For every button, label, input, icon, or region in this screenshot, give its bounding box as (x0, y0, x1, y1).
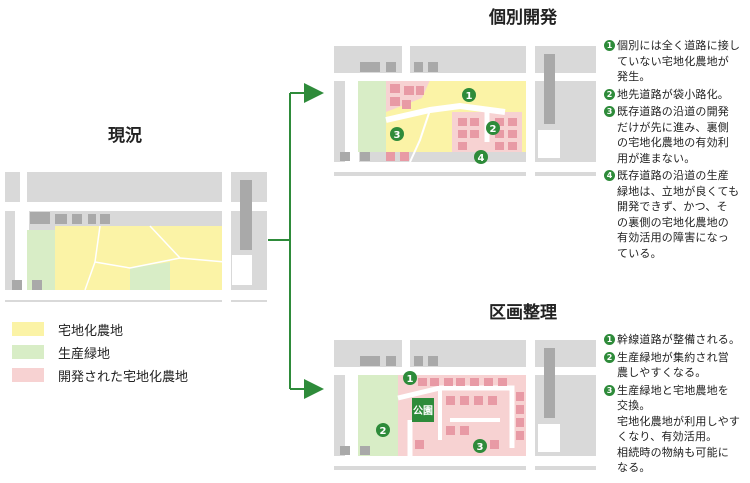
note-badge: 3 (604, 106, 615, 117)
legend-swatch-developed (12, 368, 44, 382)
legend-label-developed: 開発された宅地化農地 (58, 369, 189, 385)
map-current (5, 172, 267, 302)
note-line: 地先道路が袋小路化。 (617, 87, 729, 101)
note-individual-1: 1 個別には全く道路に接し ていない宅地化農地が 発生。 (604, 38, 746, 85)
current-green-right (130, 262, 170, 290)
individual-mark-2: 2 (490, 124, 497, 135)
note-line: 宅地化農地が利用しやす (617, 414, 741, 428)
note-line: 生産緑地と宅地農地を (617, 383, 729, 397)
legend-label-green: 生産緑地 (58, 346, 111, 362)
note-individual-2: 2 地先道路が袋小路化。 (604, 87, 746, 103)
note-line: 用が進まない。 (617, 151, 696, 165)
note-line: 農しやすくなる。 (617, 366, 707, 379)
note-readjust-1: 1 幹線道路が整備される。 (604, 332, 746, 348)
note-readjust-2: 2 生産緑地が集約され営 農しやすくなる。 (604, 350, 746, 381)
readjust-mark-1: 1 (407, 374, 414, 385)
note-individual-3: 3 既存道路の沿道の開発 だけが先に進み、裏側 の宅地化農地の有効利 用が進まな… (604, 104, 746, 166)
note-line: 生産緑地が集約され営 (617, 350, 729, 364)
note-badge: 1 (604, 40, 615, 51)
notes-individual: 1 個別には全く道路に接し ていない宅地化農地が 発生。 2 地先道路が袋小路化… (604, 38, 746, 263)
note-line: ていない宅地化農地が (617, 54, 729, 68)
note-badge: 2 (604, 88, 615, 100)
park-label: 公園 (413, 405, 433, 417)
note-line: 個別には全く道路に接し (617, 39, 741, 52)
notes-readjust: 1 幹線道路が整備される。 2 生産緑地が集約され営 農しやすくなる。 3 生産… (604, 332, 746, 478)
note-line: 既存道路の沿道の開発 (617, 105, 729, 118)
note-line: だけが先に進み、裏側 (617, 120, 729, 134)
note-line: 緑地は、立地が良くても (617, 184, 740, 198)
title-individual: 個別開発 (489, 8, 557, 28)
individual-mark-1: 1 (466, 91, 473, 102)
note-line: ている。 (617, 246, 662, 260)
legend-item-farm: 宅地化農地 (12, 320, 124, 339)
note-line: 交換。 (617, 399, 651, 412)
individual-mark-3: 3 (394, 130, 401, 141)
individual-mark-4: 4 (478, 153, 485, 164)
note-badge: 2 (604, 351, 615, 363)
note-readjust-3: 3 生産緑地と宅地農地を 交換。 宅地化農地が利用しやす くなり、有効活用。 相… (604, 383, 746, 476)
connector-arrows (268, 83, 324, 399)
note-line: 相続時の物納も可能に (617, 445, 729, 459)
note-line: 発生。 (617, 70, 651, 83)
note-line: 幹線道路が整備される。 (617, 333, 741, 346)
note-line: の裏側の宅地化農地の (617, 215, 729, 229)
legend-item-developed: 開発された宅地化農地 (12, 366, 189, 385)
title-readjust: 区画整理 (489, 303, 557, 323)
note-badge: 3 (604, 384, 615, 396)
note-line: なる。 (617, 461, 651, 474)
park-block (412, 398, 434, 422)
title-current: 現況 (108, 126, 142, 146)
note-line: 既存道路の沿道の生産 (617, 169, 729, 182)
legend-label-farm: 宅地化農地 (58, 323, 124, 339)
note-line: 開発できず、かつ、そ (617, 200, 728, 213)
map-readjust: 公園 1 2 3 (334, 340, 596, 470)
map-individual: 1 2 3 4 (334, 46, 596, 176)
readjust-mark-3: 3 (477, 442, 484, 453)
legend-item-green: 生産緑地 (12, 343, 111, 362)
note-badge: 4 (604, 170, 615, 181)
note-badge: 1 (604, 334, 615, 345)
readjust-mark-2: 2 (380, 426, 387, 437)
note-individual-4: 4 既存道路の沿道の生産 緑地は、立地が良くても 開発できず、かつ、そ の裏側の… (604, 168, 746, 261)
legend-swatch-green (12, 345, 44, 359)
note-line: くなり、有効活用。 (617, 430, 718, 443)
note-line: の宅地化農地の有効利 (617, 136, 729, 149)
note-line: 有効活用の障害になっ (617, 231, 729, 244)
legend-swatch-farm (12, 322, 44, 336)
